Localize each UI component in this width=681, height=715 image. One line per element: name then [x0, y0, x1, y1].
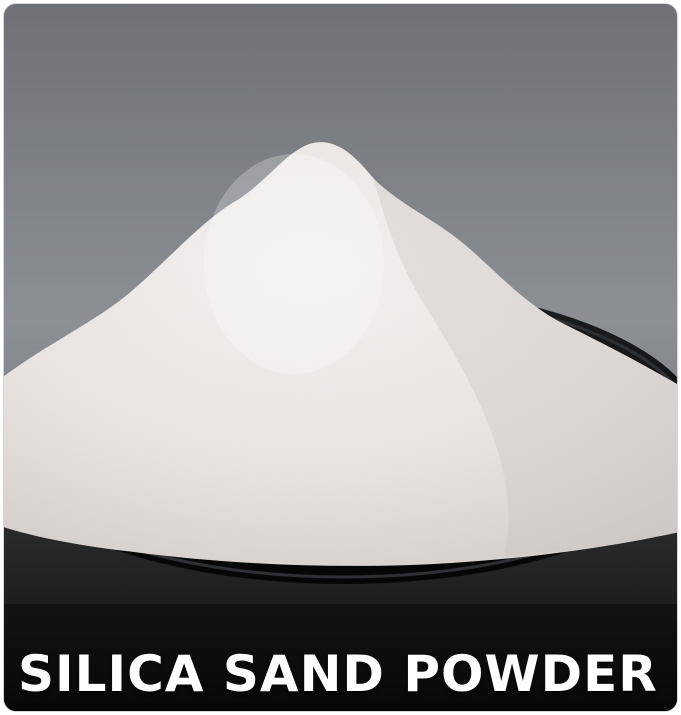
- product-image-card: SILICA SAND POWDER: [4, 4, 677, 711]
- powder-shadow: [374, 179, 677, 556]
- caption-backdrop: [4, 604, 677, 711]
- product-title: SILICA SAND POWDER: [18, 645, 658, 703]
- powder-highlight: [204, 154, 384, 374]
- powder-texture: [4, 142, 677, 566]
- powder-photo: [4, 4, 677, 711]
